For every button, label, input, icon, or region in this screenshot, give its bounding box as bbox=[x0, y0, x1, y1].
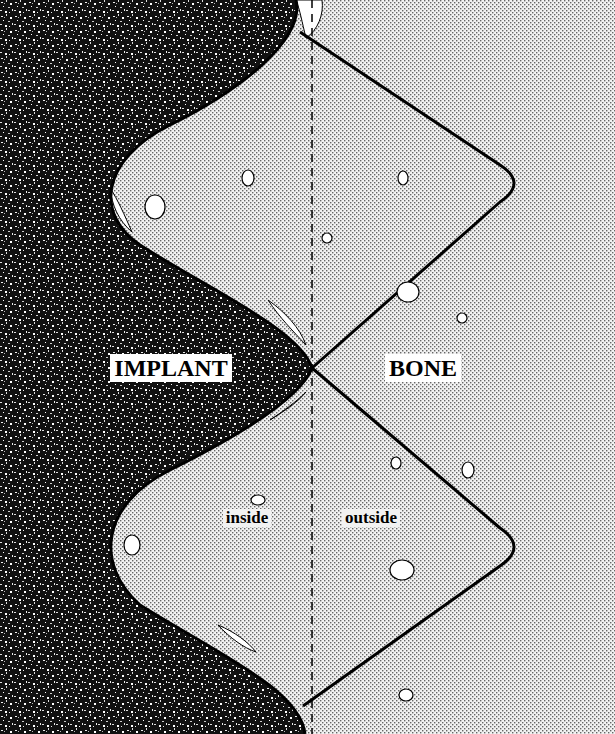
implant-region bbox=[0, 0, 312, 734]
bone-cavities bbox=[124, 170, 474, 701]
region-label: BONE bbox=[385, 354, 461, 382]
region-label: IMPLANT bbox=[110, 354, 231, 382]
side-label: inside bbox=[223, 509, 272, 528]
side-label: outside bbox=[342, 509, 400, 528]
thread-outline bbox=[111, 0, 514, 734]
dashed-reference-line bbox=[311, 0, 313, 734]
